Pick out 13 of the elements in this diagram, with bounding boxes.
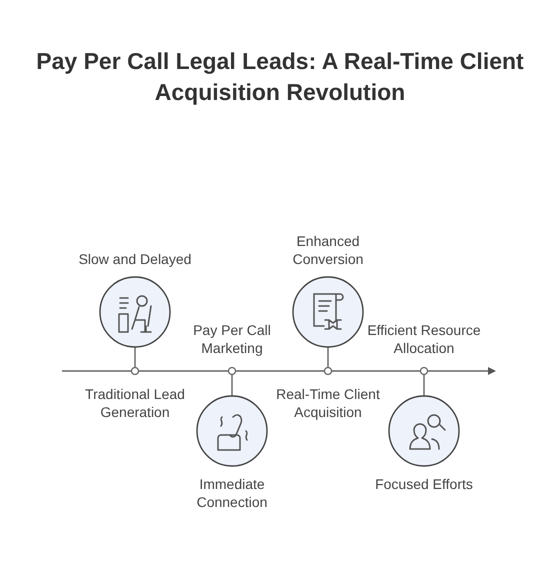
- milestone-heading: Immediate Connection: [196, 475, 268, 511]
- milestone-label: Traditional Lead Generation: [84, 385, 186, 421]
- connector-line: [423, 374, 425, 396]
- connector-line: [134, 347, 136, 368]
- milestone-heading: Slow and Delayed: [78, 250, 192, 268]
- milestone-heading: Focused Efforts: [375, 475, 473, 493]
- connector-line: [231, 374, 233, 396]
- diagram-title: Pay Per Call Legal Leads: A Real-Time Client Acquisition Revolution: [35, 47, 525, 107]
- connector-line: [327, 347, 329, 368]
- milestone-heading: Enhanced Conversion: [292, 232, 364, 268]
- milestone-label: Pay Per Call Marketing: [192, 321, 272, 357]
- milestone-label: Efficient Resource Allocation: [366, 321, 482, 357]
- milestone-label: Real-Time Client Acquisition: [275, 385, 381, 421]
